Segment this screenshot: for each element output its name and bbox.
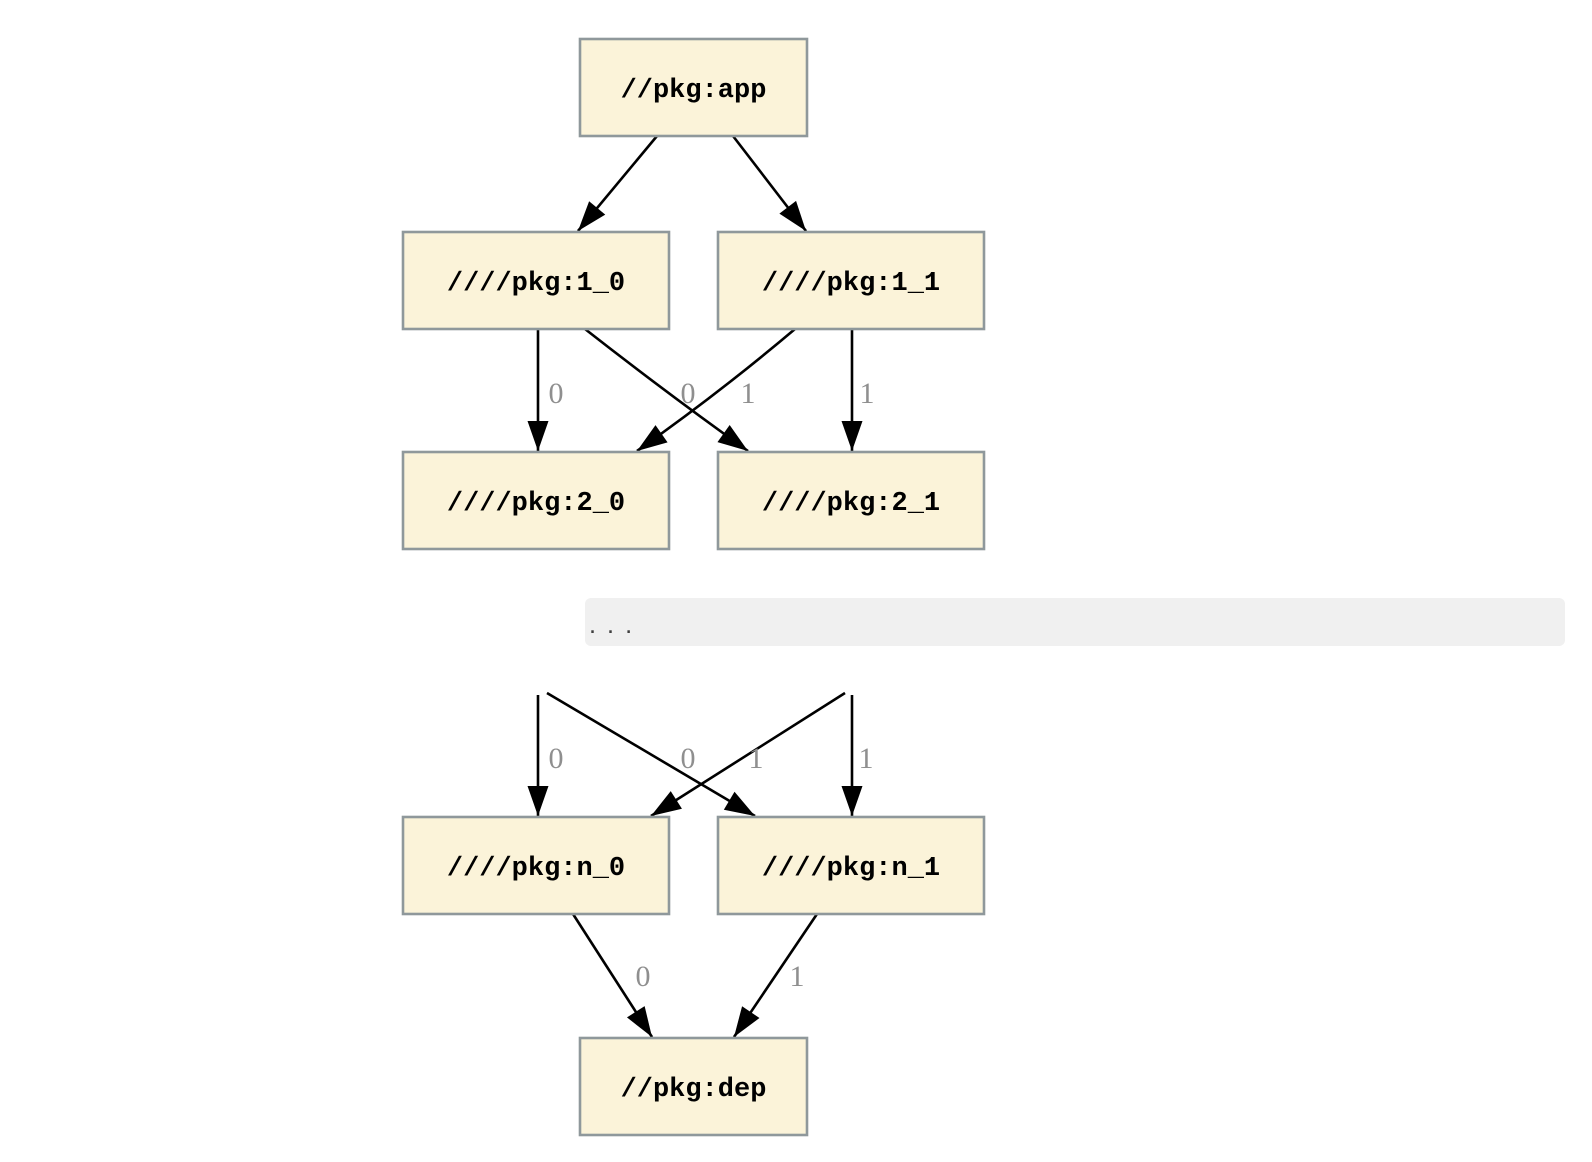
node-pkg1_1-box [716, 230, 986, 331]
node-pkg2_1-box [716, 450, 986, 551]
edge-label: 1 [741, 377, 756, 410]
node-app: //pkg:app [578, 37, 809, 138]
edge-label: 1 [859, 742, 874, 775]
node-pkgn_1-box [716, 815, 986, 916]
edge-label: 1 [790, 960, 805, 993]
edge-label: 0 [681, 377, 696, 410]
node-dep-label: //pkg:dep [621, 1075, 767, 1105]
node-pkgn_0-box [401, 815, 671, 916]
node-pkg1_0-label: ////pkg:1_0 [447, 269, 625, 299]
edge-pkg1_0-to-pkg2_1-3 [584, 327, 749, 453]
node-pkgn_1-label: ////pkg:n_1 [762, 854, 940, 884]
node-dep-box [578, 1036, 809, 1137]
edge-ellipsis-to-pkgn_0-8 [650, 691, 846, 818]
ellipsis-dots: . . . [588, 619, 633, 637]
node-pkg1_0-box [401, 230, 671, 331]
edge-label: 0 [636, 960, 651, 993]
edge-label: 0 [681, 742, 696, 775]
node-dep: //pkg:dep [578, 1036, 809, 1137]
edge-label: 0 [549, 742, 564, 775]
node-pkgn_1: ////pkg:n_1 [716, 815, 986, 916]
edge-pkgn_1-to-dep-11 [732, 913, 819, 1038]
node-app-box [578, 37, 809, 138]
edge-pkgn_0-to-dep-10 [571, 913, 654, 1038]
node-pkg1_1: ////pkg:1_1 [716, 230, 986, 331]
edge-ellipsis-to-pkgn_1-7 [546, 691, 756, 818]
node-pkg1_1-label: ////pkg:1_1 [762, 269, 940, 299]
node-pkg2_1-label: ////pkg:2_1 [762, 489, 940, 519]
edge-label: 0 [549, 377, 564, 410]
ellipsis-band [585, 598, 1565, 646]
node-pkg2_0-label: ////pkg:2_0 [447, 489, 625, 519]
edge-app-to-pkg1_0-0 [577, 135, 658, 232]
node-pkgn_0: ////pkg:n_0 [401, 815, 671, 916]
edge-label: 1 [749, 742, 764, 775]
edge-pkg1_1-to-pkg2_0-4 [636, 328, 796, 453]
edge-label: 1 [860, 377, 875, 410]
node-pkg2_0: ////pkg:2_0 [401, 450, 671, 551]
node-pkg2_0-box [401, 450, 671, 551]
node-app-label: //pkg:app [621, 76, 767, 106]
edge-app-to-pkg1_1-1 [731, 135, 808, 232]
node-pkg2_1: ////pkg:2_1 [716, 450, 986, 551]
node-pkgn_0-label: ////pkg:n_0 [447, 854, 625, 884]
node-pkg1_0: ////pkg:1_0 [401, 230, 671, 331]
